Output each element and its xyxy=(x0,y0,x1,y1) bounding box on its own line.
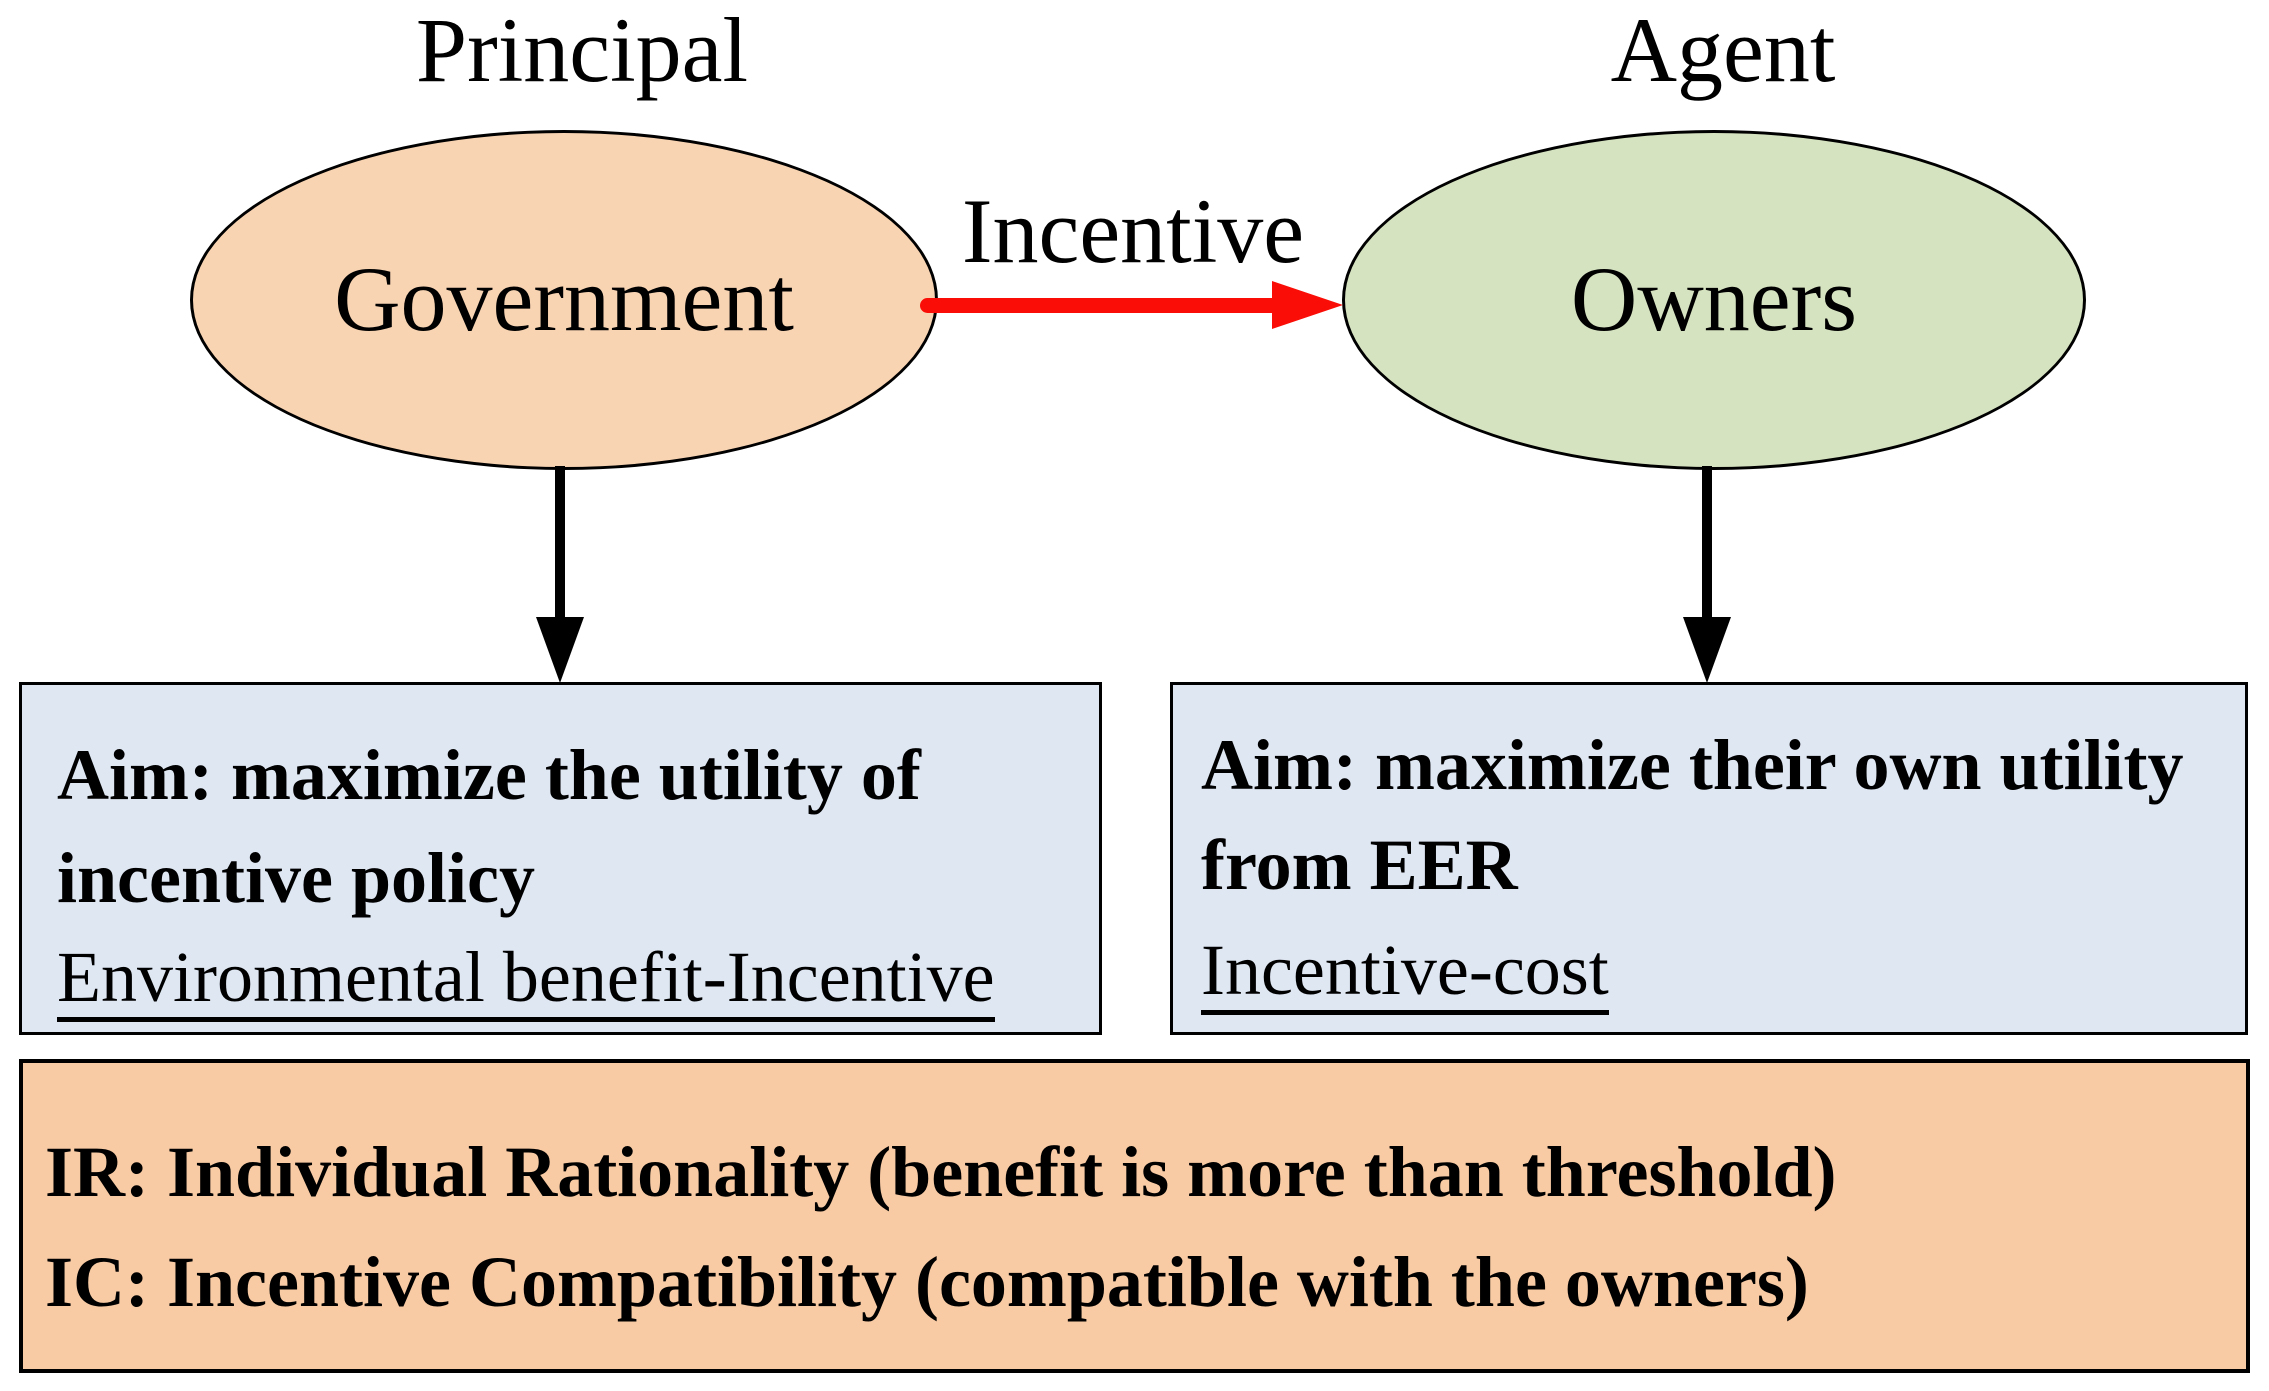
government-down-arrow-shaft xyxy=(555,466,565,618)
owners-down-arrow-shaft xyxy=(1702,466,1712,618)
owners-ellipse-label: Owners xyxy=(1570,248,1858,351)
government-aim-box: Aim: maximize the utility of incentive p… xyxy=(19,682,1102,1035)
government-formula-line: Environmental benefit-Incentive xyxy=(57,937,995,1022)
owners-ellipse: Owners xyxy=(1342,130,2086,470)
incentive-arrow-label: Incentive xyxy=(961,180,1305,282)
owners-down-arrow-head-icon xyxy=(1683,617,1731,683)
incentive-arrow-shaft xyxy=(920,298,1272,313)
government-aim-line2: incentive policy xyxy=(57,838,535,918)
owners-formula: Incentive-cost xyxy=(1201,930,1609,1015)
individual-rationality-line: IR: Individual Rationality (benefit is m… xyxy=(45,1132,1837,1212)
agent-label: Agent xyxy=(1610,0,1836,101)
incentive-arrow-head-icon xyxy=(1272,281,1343,329)
owners-formula-line: Incentive-cost xyxy=(1201,930,1609,1015)
government-ellipse: Government xyxy=(190,130,938,470)
owners-aim-line1: Aim: maximize their own utility xyxy=(1201,725,2184,805)
government-formula: Environmental benefit-Incentive xyxy=(57,937,995,1022)
government-ellipse-label: Government xyxy=(334,248,794,351)
government-aim-line1: Aim: maximize the utility of xyxy=(57,735,921,815)
owners-aim-box: Aim: maximize their own utility from EER… xyxy=(1170,682,2248,1035)
owners-aim-line2: from EER xyxy=(1201,825,1518,905)
constraints-box: IR: Individual Rationality (benefit is m… xyxy=(19,1059,2250,1373)
government-down-arrow-head-icon xyxy=(536,617,584,683)
incentive-compatibility-line: IC: Incentive Compatibility (compatible … xyxy=(45,1242,1809,1322)
principal-label: Principal xyxy=(415,0,749,101)
